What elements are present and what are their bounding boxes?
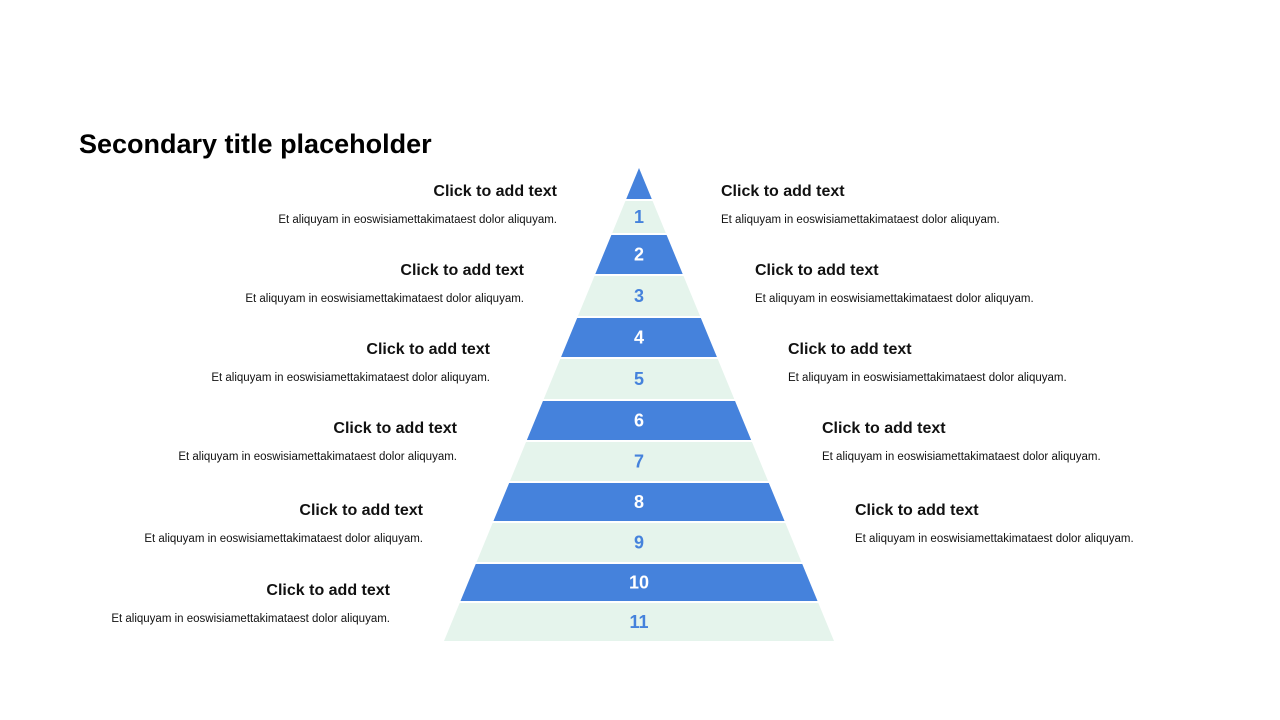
item-heading: Click to add text xyxy=(366,341,490,358)
pyramid-level-9[interactable] xyxy=(476,523,802,562)
pyramid-level-3[interactable] xyxy=(577,276,701,316)
item-text: Et aliquyam in eoswisiamettakimataest do… xyxy=(245,293,524,305)
left-item-2[interactable]: Click to add text Et aliquyam in eoswisia… xyxy=(124,261,524,306)
level-number: 4 xyxy=(634,328,644,348)
left-item-5[interactable]: Click to add text Et aliquyam in eoswisia… xyxy=(23,501,423,546)
item-heading: Click to add text xyxy=(299,502,423,519)
item-heading: Click to add text xyxy=(788,341,912,358)
item-heading: Click to add text xyxy=(433,183,557,200)
item-heading: Click to add text xyxy=(822,420,946,437)
left-item-3[interactable]: Click to add text Et aliquyam in eoswisia… xyxy=(90,340,490,385)
item-text: Et aliquyam in eoswisiamettakimataest do… xyxy=(721,214,1000,226)
slide-title[interactable]: Secondary title placeholder xyxy=(79,129,432,159)
left-item-6[interactable]: Click to add text Et aliquyam in eoswisia… xyxy=(0,581,390,626)
item-text: Et aliquyam in eoswisiamettakimataest do… xyxy=(855,533,1134,545)
item-heading: Click to add text xyxy=(333,420,457,437)
level-number: 1 xyxy=(634,207,644,227)
pyramid-level-11[interactable] xyxy=(444,603,834,641)
item-text: Et aliquyam in eoswisiamettakimataest do… xyxy=(211,372,490,384)
level-number: 10 xyxy=(629,573,649,593)
item-heading: Click to add text xyxy=(266,582,390,599)
item-heading: Click to add text xyxy=(855,502,979,519)
level-number: 11 xyxy=(629,612,648,632)
pyramid-level-10[interactable] xyxy=(460,564,818,601)
pyramid-level-5[interactable] xyxy=(543,359,735,399)
item-heading: Click to add text xyxy=(721,183,845,200)
item-text: Et aliquyam in eoswisiamettakimataest do… xyxy=(178,451,457,463)
pyramid-apex[interactable] xyxy=(626,168,652,199)
level-number: 2 xyxy=(634,245,644,265)
item-text: Et aliquyam in eoswisiamettakimataest do… xyxy=(111,613,390,625)
item-heading: Click to add text xyxy=(400,262,524,279)
pyramid-level-1[interactable] xyxy=(612,201,666,233)
pyramid-level-2[interactable] xyxy=(595,235,683,274)
item-text: Et aliquyam in eoswisiamettakimataest do… xyxy=(755,293,1034,305)
item-heading: Click to add text xyxy=(755,262,879,279)
item-text: Et aliquyam in eoswisiamettakimataest do… xyxy=(788,372,1067,384)
level-number: 7 xyxy=(634,452,644,472)
pyramid-level-8[interactable] xyxy=(493,483,785,521)
level-number: 9 xyxy=(634,533,644,553)
level-number: 8 xyxy=(634,492,644,512)
item-text: Et aliquyam in eoswisiamettakimataest do… xyxy=(822,451,1101,463)
left-item-4[interactable]: Click to add text Et aliquyam in eoswisia… xyxy=(57,419,457,464)
right-item-5[interactable]: Click to add text Et aliquyam in eoswisia… xyxy=(855,501,1255,546)
right-item-4[interactable]: Click to add text Et aliquyam in eoswisia… xyxy=(822,419,1222,464)
right-item-1[interactable]: Click to add text Et aliquyam in eoswisia… xyxy=(721,182,1121,227)
pyramid-level-4[interactable] xyxy=(561,318,717,357)
left-item-1[interactable]: Click to add text Et aliquyam in eoswisia… xyxy=(157,182,557,227)
level-number: 5 xyxy=(634,369,644,389)
item-text: Et aliquyam in eoswisiamettakimataest do… xyxy=(278,214,557,226)
level-number: 6 xyxy=(634,411,644,431)
level-number: 3 xyxy=(634,286,644,306)
pyramid-level-7[interactable] xyxy=(509,442,769,481)
right-item-3[interactable]: Click to add text Et aliquyam in eoswisia… xyxy=(788,340,1188,385)
item-text: Et aliquyam in eoswisiamettakimataest do… xyxy=(144,533,423,545)
right-item-2[interactable]: Click to add text Et aliquyam in eoswisia… xyxy=(755,261,1155,306)
pyramid-level-6[interactable] xyxy=(526,401,752,440)
